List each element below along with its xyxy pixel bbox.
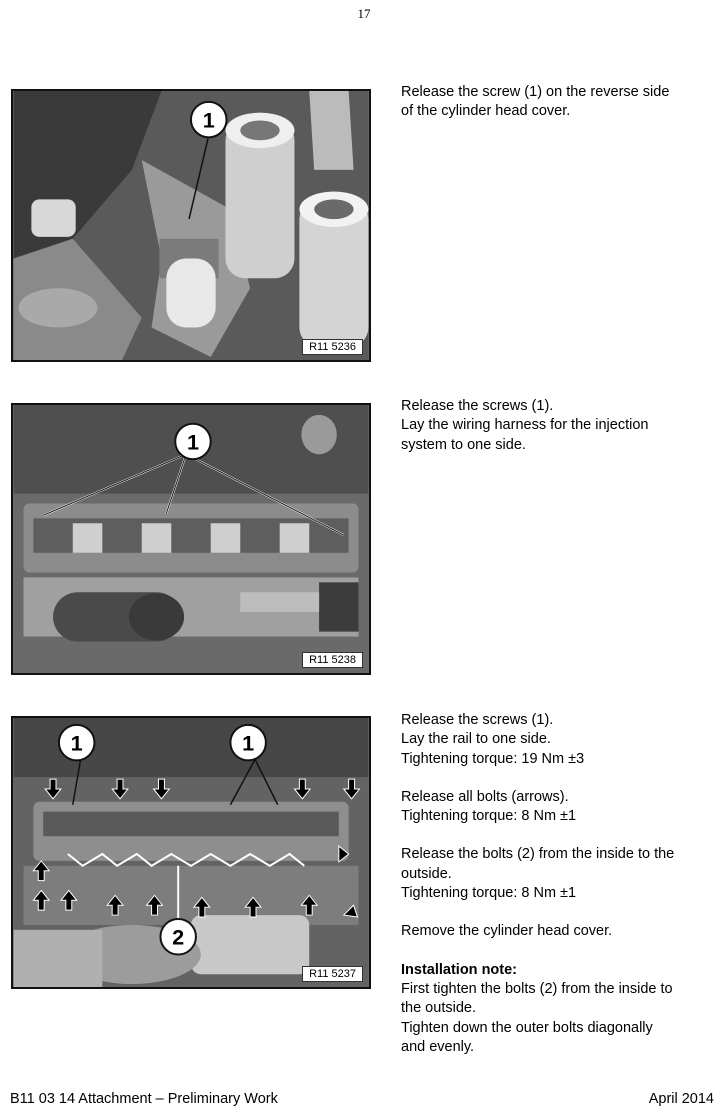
figure-3-illustration: 1 1 2 <box>13 718 369 987</box>
figure-2-illustration: 1 <box>13 405 369 673</box>
figure-3-engine-photo: 1 1 2 R11 5237 <box>11 716 371 989</box>
step-3-line: Release the bolts (2) from the inside to… <box>401 846 675 863</box>
step-1-text: Release the screw (1) on the reverse sid… <box>401 83 723 122</box>
figure-3-label: R11 5237 <box>302 966 363 982</box>
figure-3-callout-1b: 1 <box>242 731 254 756</box>
figure-2-callout-1: 1 <box>187 429 199 454</box>
step-2-line: Lay the wiring harness for the injection <box>401 417 649 434</box>
figure-2-engine-photo: 1 R11 5238 <box>11 403 371 675</box>
installation-note-line: and evenly. <box>401 1038 475 1055</box>
figure-1-illustration: 1 <box>13 91 369 360</box>
step-3-line: Tightening torque: 8 Nm ±1 <box>401 808 577 825</box>
spacer <box>401 769 723 788</box>
spacer <box>401 942 723 961</box>
installation-note-line: Tighten down the outer bolts diagonally <box>401 1019 653 1036</box>
figure-3-callout-2: 2 <box>172 925 184 950</box>
step-3-line: Release all bolts (arrows). <box>401 788 569 805</box>
step-3-line: outside. <box>401 865 452 882</box>
step-1-line: of the cylinder head cover. <box>401 103 571 120</box>
step-3-text: Release the screws (1). Lay the rail to … <box>401 711 723 1057</box>
step-3-line: Remove the cylinder head cover. <box>401 923 613 940</box>
figure-2-label: R11 5238 <box>302 652 363 668</box>
figure-1-engine-photo: 1 R11 5236 <box>11 89 371 362</box>
installation-note-line: First tighten the bolts (2) from the ins… <box>401 980 673 997</box>
step-3-line: Tightening torque: 8 Nm ±1 <box>401 885 577 902</box>
figure-1-callout-1: 1 <box>203 107 215 132</box>
figure-1-label: R11 5236 <box>302 339 363 355</box>
step-3-line: Tightening torque: 19 Nm ±3 <box>401 750 585 767</box>
figure-3-callout-1a: 1 <box>71 731 83 756</box>
step-2-text: Release the screws (1). Lay the wiring h… <box>401 397 723 455</box>
step-3-line: Release the screws (1). <box>401 712 554 728</box>
installation-note-line: the outside. <box>401 1000 476 1017</box>
spacer <box>401 903 723 922</box>
spacer <box>401 826 723 845</box>
footer-date: April 2014 <box>648 1091 714 1107</box>
step-1-line: Release the screw (1) on the reverse sid… <box>401 84 670 100</box>
installation-note-heading: Installation note: <box>401 961 517 978</box>
step-2-line: Release the screws (1). <box>401 398 554 414</box>
footer-document-title: B11 03 14 Attachment – Preliminary Work <box>10 1091 278 1107</box>
page-number: 17 <box>357 6 371 21</box>
step-2-line: system to one side. <box>401 436 526 453</box>
step-3-line: Lay the rail to one side. <box>401 731 551 748</box>
